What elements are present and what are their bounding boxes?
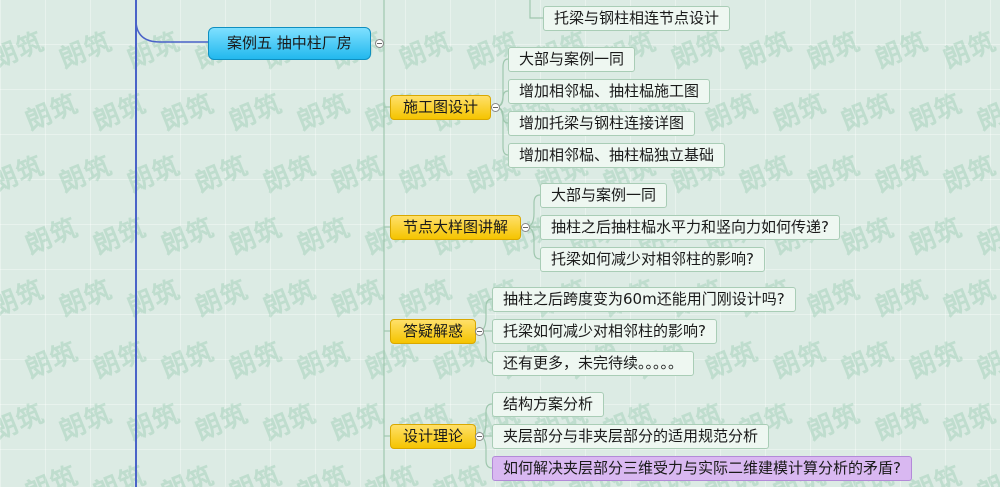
leaf-item[interactable]: 增加托梁与钢柱连接详图 (508, 111, 696, 136)
collapse-toggle-icon[interactable] (491, 103, 500, 112)
leaf-item[interactable]: 结构方案分析 (492, 392, 605, 417)
leaf-label: 夹层部分与非夹层部分的适用规范分析 (503, 427, 759, 445)
leaf-label: 如何解决夹层部分三维受力与实际二维建模计算分析的矛盾? (503, 459, 901, 477)
branch-construction-drawing[interactable]: 施工图设计 (390, 95, 492, 120)
leaf-item[interactable]: 还有更多，未完待续。。。。。 (492, 351, 695, 376)
leaf-label: 托梁与钢柱相连节点设计 (554, 9, 720, 27)
leaf-label: 结构方案分析 (503, 395, 594, 413)
leaf-item[interactable]: 抽柱之后跨度变为60m还能用门刚设计吗? (492, 287, 796, 312)
collapse-toggle-icon[interactable] (475, 327, 484, 336)
leaf-label: 托梁如何减少对相邻柱的影响? (551, 250, 754, 268)
branch-qa[interactable]: 答疑解惑 (390, 319, 477, 344)
leaf-label: 抽柱之后跨度变为60m还能用门刚设计吗? (503, 290, 785, 308)
leaf-item[interactable]: 增加相邻榀、抽柱榀独立基础 (508, 143, 726, 168)
branch-label: 节点大样图讲解 (403, 218, 509, 236)
leaf-label: 还有更多，未完待续。。。。。 (503, 354, 684, 372)
leaf-item-selected[interactable]: 如何解决夹层部分三维受力与实际二维建模计算分析的矛盾? (492, 456, 912, 481)
branch-design-theory[interactable]: 设计理论 (390, 424, 477, 449)
collapse-toggle-icon[interactable] (521, 223, 530, 232)
leaf-item[interactable]: 大部与案例一同 (508, 47, 636, 72)
leaf-label: 增加相邻榀、抽柱榀施工图 (519, 82, 700, 100)
branch-label: 施工图设计 (403, 98, 479, 116)
leaf-item[interactable]: 增加相邻榀、抽柱榀施工图 (508, 79, 711, 104)
leaf-item[interactable]: 托梁如何减少对相邻柱的影响? (492, 319, 717, 344)
branch-label: 答疑解惑 (403, 322, 464, 340)
leaf-label: 增加相邻榀、抽柱榀独立基础 (519, 146, 715, 164)
leaf-label: 抽柱之后抽柱榀水平力和竖向力如何传递? (551, 218, 829, 236)
leaf-item[interactable]: 抽柱之后抽柱榀水平力和竖向力如何传递? (540, 215, 840, 240)
leaf-label: 托梁如何减少对相邻柱的影响? (503, 322, 706, 340)
leaf-item[interactable]: 夹层部分与非夹层部分的适用规范分析 (492, 424, 770, 449)
branch-node-detail[interactable]: 节点大样图讲解 (390, 215, 522, 240)
leaf-item[interactable]: 大部与案例一同 (540, 183, 668, 208)
collapse-toggle-icon[interactable] (375, 39, 384, 48)
leaf-item[interactable]: 托梁如何减少对相邻柱的影响? (540, 247, 765, 272)
central-topic-label: 案例五 抽中柱厂房 (227, 34, 352, 52)
collapse-toggle-icon[interactable] (475, 432, 484, 441)
leaf-label: 大部与案例一同 (519, 50, 625, 68)
leaf-top[interactable]: 托梁与钢柱相连节点设计 (543, 6, 731, 31)
leaf-label: 增加托梁与钢柱连接详图 (519, 114, 685, 132)
branch-label: 设计理论 (403, 427, 464, 445)
central-topic[interactable]: 案例五 抽中柱厂房 (208, 27, 371, 60)
leaf-label: 大部与案例一同 (551, 186, 657, 204)
